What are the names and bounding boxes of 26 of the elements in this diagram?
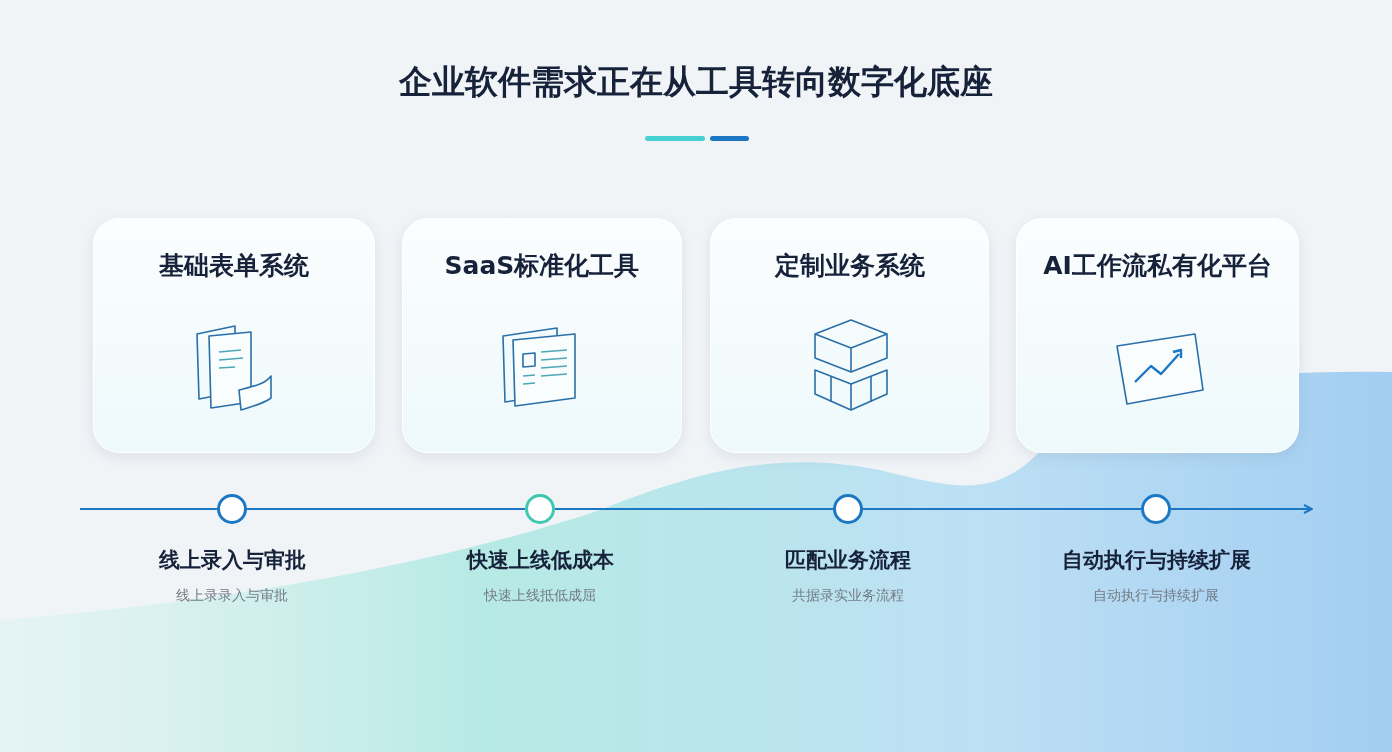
stage-note: 快速上线抵低成屈 — [482, 587, 597, 605]
stage-card — [93, 218, 375, 453]
stage-note: 线上录录入与审批 — [175, 587, 289, 605]
stage-card — [1016, 218, 1299, 453]
card-title: SaaS标准化工具 — [443, 250, 641, 282]
timeline-dot — [217, 494, 247, 524]
stage-label: 匹配业务流程 — [784, 547, 912, 574]
card-title: AI工作流私有化平台 — [1042, 250, 1273, 282]
card-title: 基础表单系统 — [158, 250, 310, 282]
stage-card — [402, 218, 682, 453]
card-title: 定制业务系统 — [773, 250, 926, 282]
timeline-line — [862, 508, 1142, 510]
stage-note: 自动执行与持续扩展 — [1092, 587, 1220, 605]
timeline-arrow — [1170, 504, 1313, 514]
timeline-line — [79, 508, 218, 510]
stage-note: 共据录实业务流程 — [791, 587, 905, 605]
stage-card — [710, 218, 989, 453]
stage-label: 线上录入与审批 — [157, 547, 307, 574]
stage-label: 自动执行与持续扩展 — [1060, 547, 1252, 574]
timeline-dot — [525, 494, 555, 524]
timeline-dot — [1141, 494, 1171, 524]
title: 企业软件需求正在从工具转向数字化底座 — [398, 61, 994, 103]
stage-label: 快速上线低成本 — [465, 547, 615, 574]
timeline-dot — [833, 494, 863, 524]
timeline-line — [246, 508, 526, 510]
timeline-line — [554, 508, 834, 510]
